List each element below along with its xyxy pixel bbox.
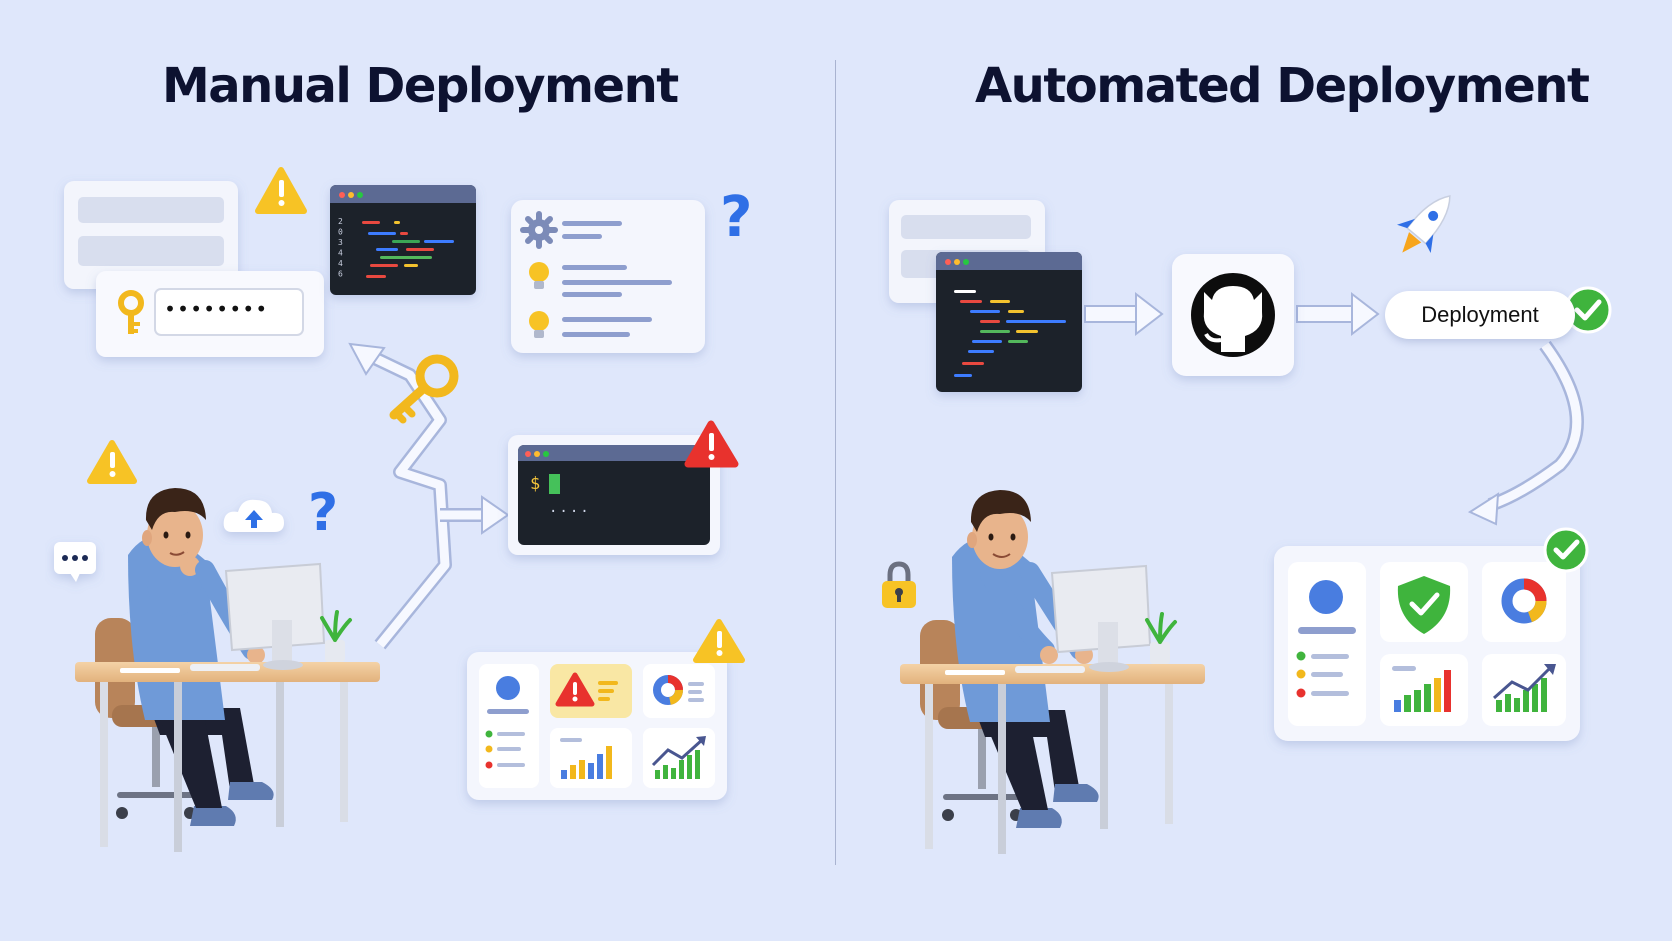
question-icon: ? [720, 185, 752, 250]
settings-card [511, 200, 705, 353]
developer-at-desk [920, 490, 1099, 828]
password-card [96, 271, 324, 357]
chat-bubble-icon [54, 542, 96, 582]
terminal-window [508, 435, 720, 555]
github-icon [1191, 273, 1275, 357]
cloud-upload-icon [223, 499, 284, 532]
automated-deployment-title: Automated Deployment [975, 58, 1590, 114]
desk-right [900, 664, 1205, 854]
key-icon [389, 354, 459, 424]
warning-icon [255, 167, 307, 214]
error-warning-icon [684, 420, 739, 468]
check-icon [1543, 527, 1589, 573]
svg-text:?: ? [308, 483, 338, 543]
code-line-number: 4 [338, 249, 343, 258]
terminal-prompt: $ [530, 474, 541, 494]
computer-monitor [120, 562, 326, 673]
manual-deployment-title: Manual Deployment [162, 58, 679, 114]
donut-chart-icon [1501, 578, 1547, 624]
donut-chart-icon [653, 675, 704, 705]
code-window [330, 185, 476, 295]
flow-arrow [1084, 291, 1164, 337]
code-line-number: 3 [338, 238, 343, 247]
flow-arrow [1296, 291, 1380, 337]
code-window [936, 252, 1082, 392]
panel-divider [835, 60, 836, 865]
rocket-icon [1397, 195, 1451, 253]
svg-text:?: ? [720, 185, 752, 250]
warning-icon [693, 619, 745, 663]
curved-flow-arrow [1467, 340, 1584, 526]
tangled-arrow-path [348, 342, 510, 650]
dashboard-card-automated [1274, 546, 1580, 741]
alert-tile-warning-icon [555, 672, 618, 707]
gear-icon [520, 211, 558, 249]
shield-check-icon [1397, 576, 1451, 634]
lightbulb-icon [529, 262, 549, 338]
warning-icon [87, 440, 137, 484]
question-icon: ? [308, 483, 338, 543]
terminal-output: .... [549, 500, 591, 516]
plant-icon [320, 610, 352, 662]
code-line-number: 0 [338, 228, 343, 237]
code-line-number: 2 [338, 217, 343, 226]
plant-icon [1145, 612, 1177, 664]
form-card [64, 181, 238, 289]
code-line-number: 4 [338, 259, 343, 268]
code-line-numbers: 2 03 44 6 [338, 217, 343, 279]
key-icon [118, 290, 144, 334]
password-field: •••••••• [164, 297, 269, 321]
lock-icon [882, 561, 916, 608]
desk-left [75, 662, 380, 852]
developer-at-desk [95, 488, 274, 826]
deployment-pill: Deployment [1385, 291, 1575, 339]
dashboard-card-manual [467, 652, 727, 800]
code-line-number: 6 [338, 270, 343, 279]
